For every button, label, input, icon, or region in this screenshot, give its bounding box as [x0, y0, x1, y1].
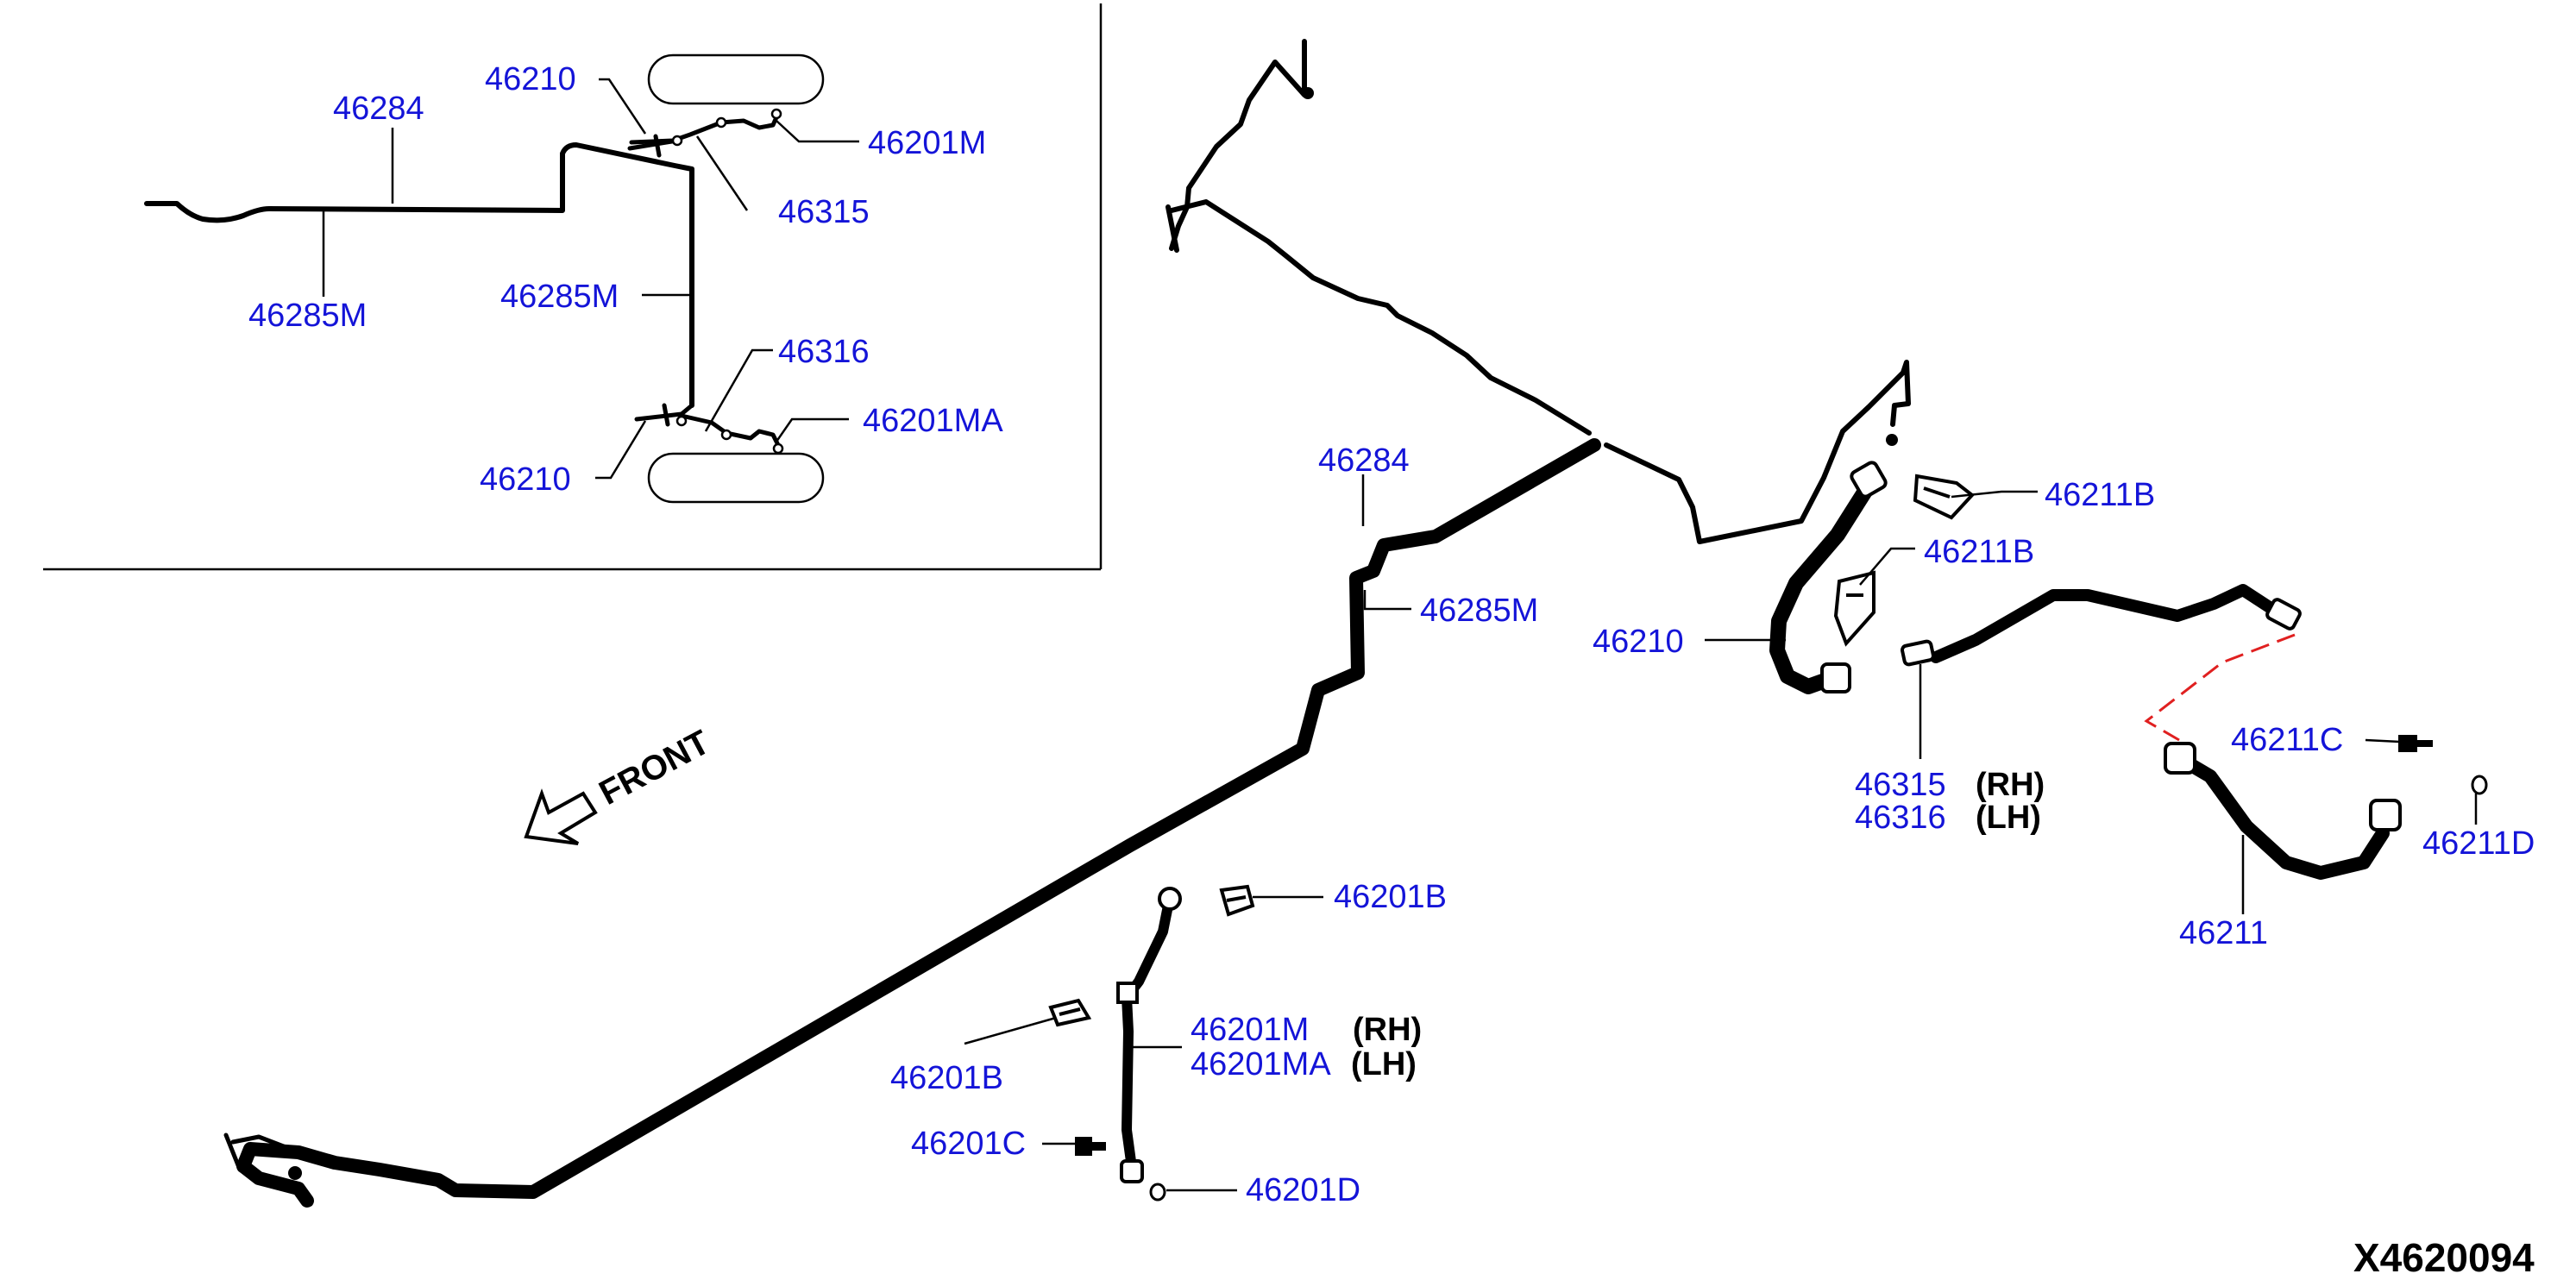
inset-leader-46201M [776, 120, 859, 143]
rear-pipe-cap [1886, 434, 1898, 446]
label-main-46284: 46284 [1318, 442, 1410, 479]
label-46201MA: 46201MA [1191, 1046, 1331, 1082]
inset-top-fitting [627, 134, 680, 158]
leader-46211C [2365, 738, 2401, 744]
inset-leader-46210-bottom [595, 420, 647, 480]
inset-view: 46210 46284 46201M 46315 46285M 46285M 4… [43, 3, 1103, 571]
leader-46201B-bottom [964, 1016, 1057, 1045]
inset-leader-46210-top [599, 78, 647, 135]
inset-bottom-fitting [662, 403, 670, 427]
label-main-46285M: 46285M [1420, 593, 1538, 629]
leader-46211B-mid [1859, 547, 1915, 586]
inset-leader-46315 [695, 135, 749, 211]
clip-46211B-mid [1833, 570, 1875, 647]
inset-bottom-drum [647, 452, 825, 504]
label-46211D: 46211D [2422, 825, 2535, 862]
inset-label-46284: 46284 [333, 91, 424, 127]
inset-top-branch [629, 115, 779, 145]
diagram-code: X4620094 [2353, 1235, 2535, 1280]
rear-pipe-right [1604, 360, 1911, 544]
leader-46211B-top [1951, 490, 2038, 499]
label-46211C: 46211C [2231, 722, 2343, 758]
clip-46201B-top [1219, 884, 1255, 917]
inset-label-46315: 46315 [778, 194, 870, 230]
upper-pipe-end [1165, 204, 1179, 253]
leader-main-46285M [1363, 590, 1411, 611]
hose-46201M [1116, 887, 1182, 1183]
label-46201B-top: 46201B [1334, 879, 1447, 915]
inset-top-end [770, 108, 782, 120]
dashed-guide [2144, 633, 2296, 742]
front-arrow-icon [524, 788, 598, 845]
hose-46210 [1769, 461, 1888, 694]
label-main-46210: 46210 [1593, 624, 1684, 660]
inset-top-joint [671, 135, 683, 147]
label-46201M: 46201M [1191, 1012, 1309, 1048]
inset-label-46285M-left: 46285M [248, 298, 367, 334]
clip-46211B-top [1913, 474, 1975, 520]
inset-top-drum [647, 53, 825, 105]
bolt-46201C [1075, 1137, 1106, 1156]
label-46201D: 46201D [1246, 1172, 1360, 1208]
inset-bottom-branch [634, 403, 781, 448]
inset-label-46210-bottom: 46210 [480, 461, 571, 498]
label-46201B-bottom: 46201B [890, 1060, 1003, 1096]
upper-pipe-cap [1302, 87, 1314, 99]
front-label: FRONT [594, 723, 716, 813]
label-46316: 46316 [1855, 800, 1946, 836]
inset-bottom-joint [675, 415, 688, 427]
side-rh-lower: (RH) [1353, 1012, 1422, 1048]
tube-46315 [1901, 584, 2302, 667]
ring-46201D [1149, 1183, 1166, 1202]
inset-label-46316: 46316 [778, 334, 870, 370]
label-46315: 46315 [1855, 767, 1946, 803]
inset-leader-46316 [704, 348, 773, 432]
side-lh-lower: (LH) [1351, 1046, 1417, 1082]
front-end-cap [288, 1166, 302, 1180]
long-double-pipe [236, 438, 1601, 1208]
ring-46211D [2471, 775, 2488, 795]
label-46201C: 46201C [911, 1126, 1026, 1162]
label-46211B-mid: 46211B [1924, 534, 2034, 570]
front-end-bracket [223, 1133, 313, 1207]
inset-bottom-end [772, 442, 784, 455]
upper-pipe [1169, 39, 1592, 436]
clip-46201B-bottom [1048, 998, 1092, 1027]
bolt-46211C [2398, 735, 2433, 752]
inset-top-clip [715, 116, 727, 129]
label-46211B-top: 46211B [2045, 477, 2155, 513]
inset-label-46210-top: 46210 [485, 61, 576, 97]
inset-label-46201MA: 46201MA [863, 403, 1003, 439]
inset-label-46201M: 46201M [868, 125, 986, 161]
main-view: FRONT 46284 46285M 46211B 46211B 46210 4… [223, 39, 2535, 1280]
inset-bottom-clip [720, 429, 732, 441]
label-46211: 46211 [2179, 915, 2268, 951]
front-arrow: FRONT [524, 723, 716, 845]
inset-main-pipe [144, 142, 694, 408]
hose-46211 [2164, 742, 2402, 880]
side-rh-upper: (RH) [1976, 767, 2045, 803]
side-lh-upper: (LH) [1976, 800, 2041, 836]
inset-leader-46201MA [775, 417, 849, 442]
inset-label-46285M-mid: 46285M [500, 279, 619, 315]
